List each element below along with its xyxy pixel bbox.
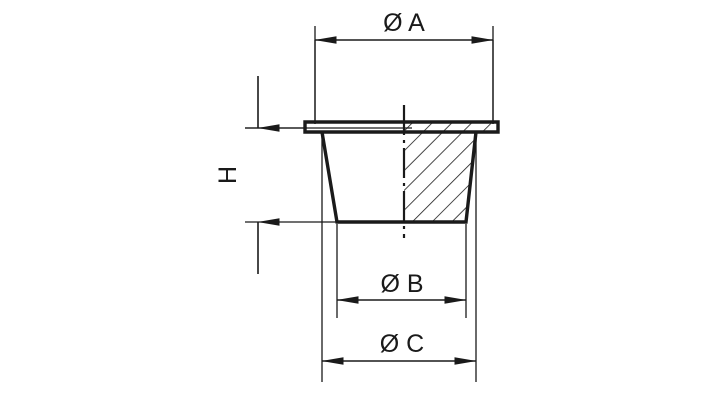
dimension-height-h: H (214, 76, 280, 274)
dimension-diameter-b: Ø B (336, 270, 467, 304)
section-hatching (404, 122, 498, 222)
tapered-body-outline (320, 131, 478, 224)
flange-upper-projection (314, 40, 494, 124)
dimension-label-h: H (214, 166, 242, 184)
dimension-label-b: Ø B (380, 270, 423, 298)
part-outline (303, 120, 500, 224)
flange-outline (303, 120, 500, 134)
dimension-diameter-c: Ø C (321, 330, 477, 365)
dimension-label-c: Ø C (380, 330, 424, 358)
dimension-label-a: Ø A (383, 9, 425, 37)
dimension-diameter-a: Ø A (314, 9, 494, 44)
